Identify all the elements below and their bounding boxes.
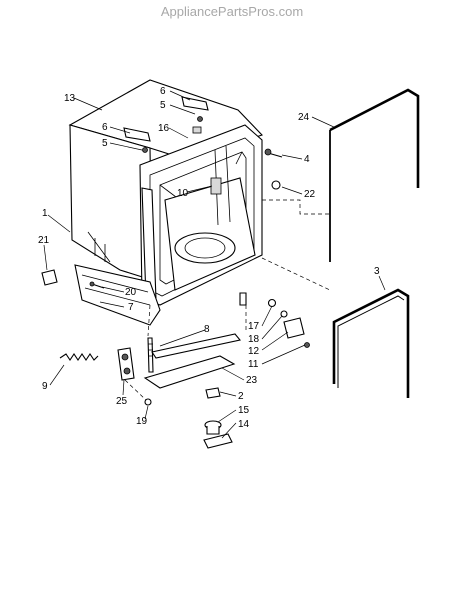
callouts: 13 6 5 6 5 16 24 4 10 22 1 21 3 20 7 8 1… (38, 86, 380, 430)
tub-assembly (68, 79, 263, 326)
callout-21: 21 (38, 235, 50, 246)
washer-18 (280, 310, 288, 318)
callout-1: 1 (42, 208, 48, 219)
callout-9: 9 (42, 381, 48, 392)
callout-24: 24 (298, 112, 310, 123)
rack-stop (210, 177, 222, 195)
rail-bar-8 (151, 333, 242, 359)
part-21-block (41, 269, 58, 286)
callout-8: 8 (204, 324, 210, 335)
assembly-lines (124, 199, 331, 401)
callout-5b: 5 (102, 138, 108, 149)
bolt-17 (267, 298, 277, 308)
screw-icon (89, 281, 95, 287)
callout-4: 4 (304, 154, 310, 165)
callout-18: 18 (248, 334, 260, 345)
leveling-leg-8 (147, 337, 154, 373)
small-parts (41, 148, 310, 449)
tub-base (74, 264, 161, 326)
callout-15: 15 (238, 405, 250, 416)
callout-22: 22 (304, 189, 316, 200)
callout-20: 20 (125, 287, 137, 298)
callout-17: 17 (248, 321, 260, 332)
sump-opening (174, 232, 236, 264)
leader-lines (43, 90, 386, 439)
callout-16: 16 (158, 123, 170, 134)
callout-3: 3 (374, 266, 380, 277)
callout-6b: 6 (102, 122, 108, 133)
callout-12: 12 (248, 346, 260, 357)
callout-7: 7 (128, 302, 134, 313)
screw-icon (197, 116, 203, 122)
gasket-3 (332, 288, 410, 398)
panel-23 (143, 355, 236, 389)
nut-19 (144, 398, 152, 406)
callout-6a: 6 (160, 86, 166, 97)
callout-19: 19 (136, 416, 148, 427)
bracket-12 (283, 317, 305, 339)
callout-5a: 5 (160, 100, 166, 111)
bracket-upper (181, 96, 209, 111)
callout-11: 11 (248, 359, 259, 370)
bracket-14 (203, 433, 233, 449)
callout-14: 14 (238, 419, 250, 430)
screw-icon (304, 342, 310, 348)
clip-2 (205, 387, 221, 399)
grommet-25 (117, 347, 135, 381)
spring-9 (59, 353, 99, 361)
foot-7 (239, 292, 247, 306)
watermark-text: AppliancePartsPros.com (160, 4, 304, 19)
callout-10: 10 (177, 188, 189, 199)
callout-2: 2 (238, 391, 244, 402)
plug-22 (271, 180, 281, 190)
bracket-middle (123, 127, 151, 142)
screw-icon (142, 147, 148, 153)
screw-icon (264, 148, 272, 156)
callout-13: 13 (64, 93, 76, 104)
tub-side-left (69, 124, 153, 281)
gasket-24 (329, 88, 420, 188)
callout-23: 23 (246, 375, 258, 386)
clip-icon (192, 126, 202, 134)
callout-25: 25 (116, 396, 128, 407)
